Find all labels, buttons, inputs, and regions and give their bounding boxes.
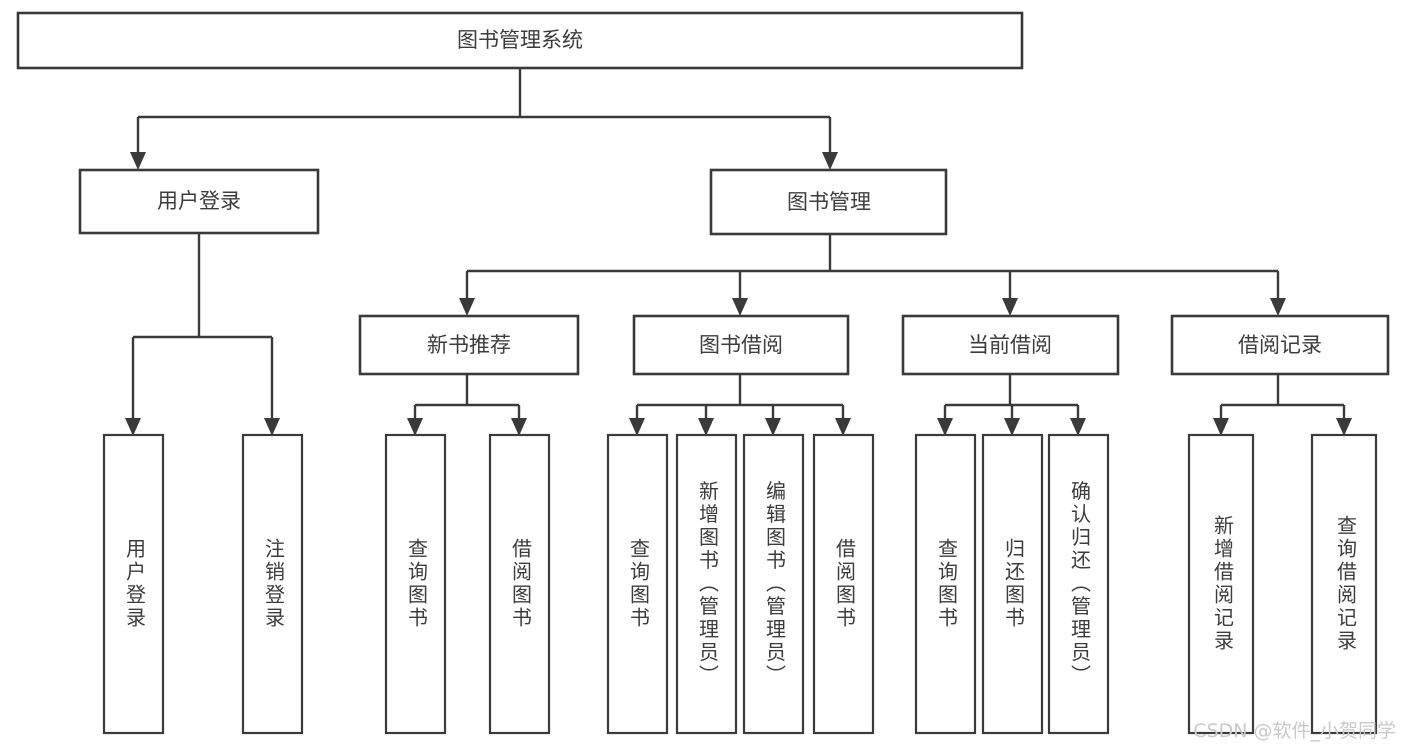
leaf-bb-borrow-book[interactable]: 借阅图书 bbox=[812, 433, 875, 735]
leaf-bb-add-book-label: 新增图书（管理员） bbox=[696, 480, 720, 687]
leaf-cb-query-book[interactable]: 查询图书 bbox=[914, 433, 977, 735]
leaf-logout-login-label: 注销登录 bbox=[262, 538, 286, 630]
user-login-box-shape bbox=[78, 168, 320, 235]
new-book-recommend-label: 新书推荐 bbox=[427, 333, 511, 357]
node-book-management[interactable]: 图书管理 bbox=[709, 168, 948, 236]
node-root-book-management-system[interactable]: 图书管理系统 bbox=[16, 11, 1024, 70]
arrow-user-login bbox=[130, 152, 146, 170]
arrow-book-mgmt bbox=[822, 152, 838, 170]
leaf-br-add-record-box-shape bbox=[1187, 433, 1255, 735]
arrow-leaf-br-add-record bbox=[1213, 418, 1229, 436]
leaf-bb-edit-book-label: 编辑图书（管理员） bbox=[763, 480, 787, 687]
leaf-cb-confirm-return-box-shape bbox=[1047, 433, 1110, 735]
leaf-user-login-box-shape bbox=[102, 433, 165, 735]
leaf-br-query-record-box-shape bbox=[1310, 433, 1378, 735]
node-current-borrow[interactable]: 当前借阅 bbox=[901, 314, 1120, 376]
leaf-nbr-query-book-box-shape bbox=[384, 433, 447, 735]
node-borrow-record[interactable]: 借阅记录 bbox=[1170, 314, 1390, 376]
leaf-bb-query-book[interactable]: 查询图书 bbox=[606, 433, 669, 735]
book-management-label: 图书管理 bbox=[787, 190, 871, 214]
arrow-leaf-cb-query-book bbox=[937, 418, 953, 436]
leaf-logout-login[interactable]: 注销登录 bbox=[241, 433, 304, 735]
leaf-bb-borrow-book-label: 借阅图书 bbox=[833, 538, 857, 630]
leaf-nbr-query-book[interactable]: 查询图书 bbox=[384, 433, 447, 735]
book-management-box-shape bbox=[709, 168, 948, 236]
leaf-br-query-record-label: 查询借阅记录 bbox=[1334, 515, 1358, 653]
leaf-nbr-query-book-label: 查询图书 bbox=[405, 538, 429, 630]
leaf-cb-return-book-label: 归还图书 bbox=[1002, 538, 1026, 630]
root-box-shape bbox=[16, 11, 1024, 70]
arrow-leaf-cb-confirm-return bbox=[1070, 418, 1086, 436]
arrow-leaf-bb-query-book bbox=[629, 418, 645, 436]
leaf-bb-query-book-label: 查询图书 bbox=[627, 538, 651, 630]
leaf-bb-query-book-box-shape bbox=[606, 433, 669, 735]
leaf-user-login-label: 用户登录 bbox=[123, 538, 147, 630]
leaf-br-add-record-label: 新增借阅记录 bbox=[1211, 515, 1235, 653]
leaf-cb-confirm-return-label: 确认归还（管理员） bbox=[1068, 480, 1092, 687]
book-borrow-box-shape bbox=[632, 314, 850, 376]
arrow-borrow-record bbox=[1270, 298, 1286, 316]
leaf-logout-login-box-shape bbox=[241, 433, 304, 735]
leaf-cb-confirm-return[interactable]: 确认归还（管理员） bbox=[1047, 433, 1110, 735]
arrow-current-borrow bbox=[1002, 298, 1018, 316]
leaf-br-add-record[interactable]: 新增借阅记录 bbox=[1187, 433, 1255, 735]
arrow-leaf-cb-return-book bbox=[1004, 418, 1020, 436]
leaf-br-query-record[interactable]: 查询借阅记录 bbox=[1310, 433, 1378, 735]
leaf-cb-return-book-box-shape bbox=[981, 433, 1044, 735]
arrow-leaf-bb-borrow-book bbox=[835, 418, 851, 436]
leaf-cb-query-book-box-shape bbox=[914, 433, 977, 735]
node-book-borrow[interactable]: 图书借阅 bbox=[632, 314, 850, 376]
leaf-user-login[interactable]: 用户登录 bbox=[102, 433, 165, 735]
node-new-book-recommend[interactable]: 新书推荐 bbox=[358, 314, 580, 376]
leaf-bb-edit-book-box-shape bbox=[742, 433, 805, 735]
arrow-book-borrow bbox=[732, 298, 748, 316]
current-borrow-box-shape bbox=[901, 314, 1120, 376]
user-login-label: 用户登录 bbox=[157, 189, 241, 213]
leaf-nbr-borrow-book-label: 借阅图书 bbox=[509, 538, 533, 630]
watermark-label: CSDN @软件_小贺同学 bbox=[1193, 720, 1396, 742]
root-label: 图书管理系统 bbox=[457, 28, 583, 52]
new-book-recommend-box-shape bbox=[358, 314, 580, 376]
arrow-leaf-br-query-record bbox=[1336, 418, 1352, 436]
leaf-bb-borrow-book-box-shape bbox=[812, 433, 875, 735]
arrow-leaf-nbr-query-book bbox=[407, 418, 423, 436]
leaf-bb-add-book-box-shape bbox=[675, 433, 738, 735]
arrow-leaf-bb-edit-book bbox=[765, 418, 781, 436]
arrow-leaf-bb-add-book bbox=[698, 418, 714, 436]
arrow-leaf-logout-login bbox=[264, 418, 280, 436]
borrow-record-box-shape bbox=[1170, 314, 1390, 376]
arrow-leaf-nbr-borrow-book bbox=[511, 418, 527, 436]
leaf-nbr-borrow-book-box-shape bbox=[488, 433, 551, 735]
leaf-cb-return-book[interactable]: 归还图书 bbox=[981, 433, 1044, 735]
book-borrow-label: 图书借阅 bbox=[699, 333, 783, 357]
arrow-new-book-recommend bbox=[459, 298, 475, 316]
arrow-leaf-user-login bbox=[125, 418, 141, 436]
current-borrow-label: 当前借阅 bbox=[968, 333, 1052, 357]
leaf-cb-query-book-label: 查询图书 bbox=[935, 538, 959, 630]
connector-layer bbox=[125, 68, 1352, 436]
leaf-nbr-borrow-book[interactable]: 借阅图书 bbox=[488, 433, 551, 735]
leaf-bb-add-book[interactable]: 新增图书（管理员） bbox=[675, 433, 738, 735]
node-user-login[interactable]: 用户登录 bbox=[78, 168, 320, 235]
leaf-bb-edit-book[interactable]: 编辑图书（管理员） bbox=[742, 433, 805, 735]
borrow-record-label: 借阅记录 bbox=[1238, 333, 1322, 357]
